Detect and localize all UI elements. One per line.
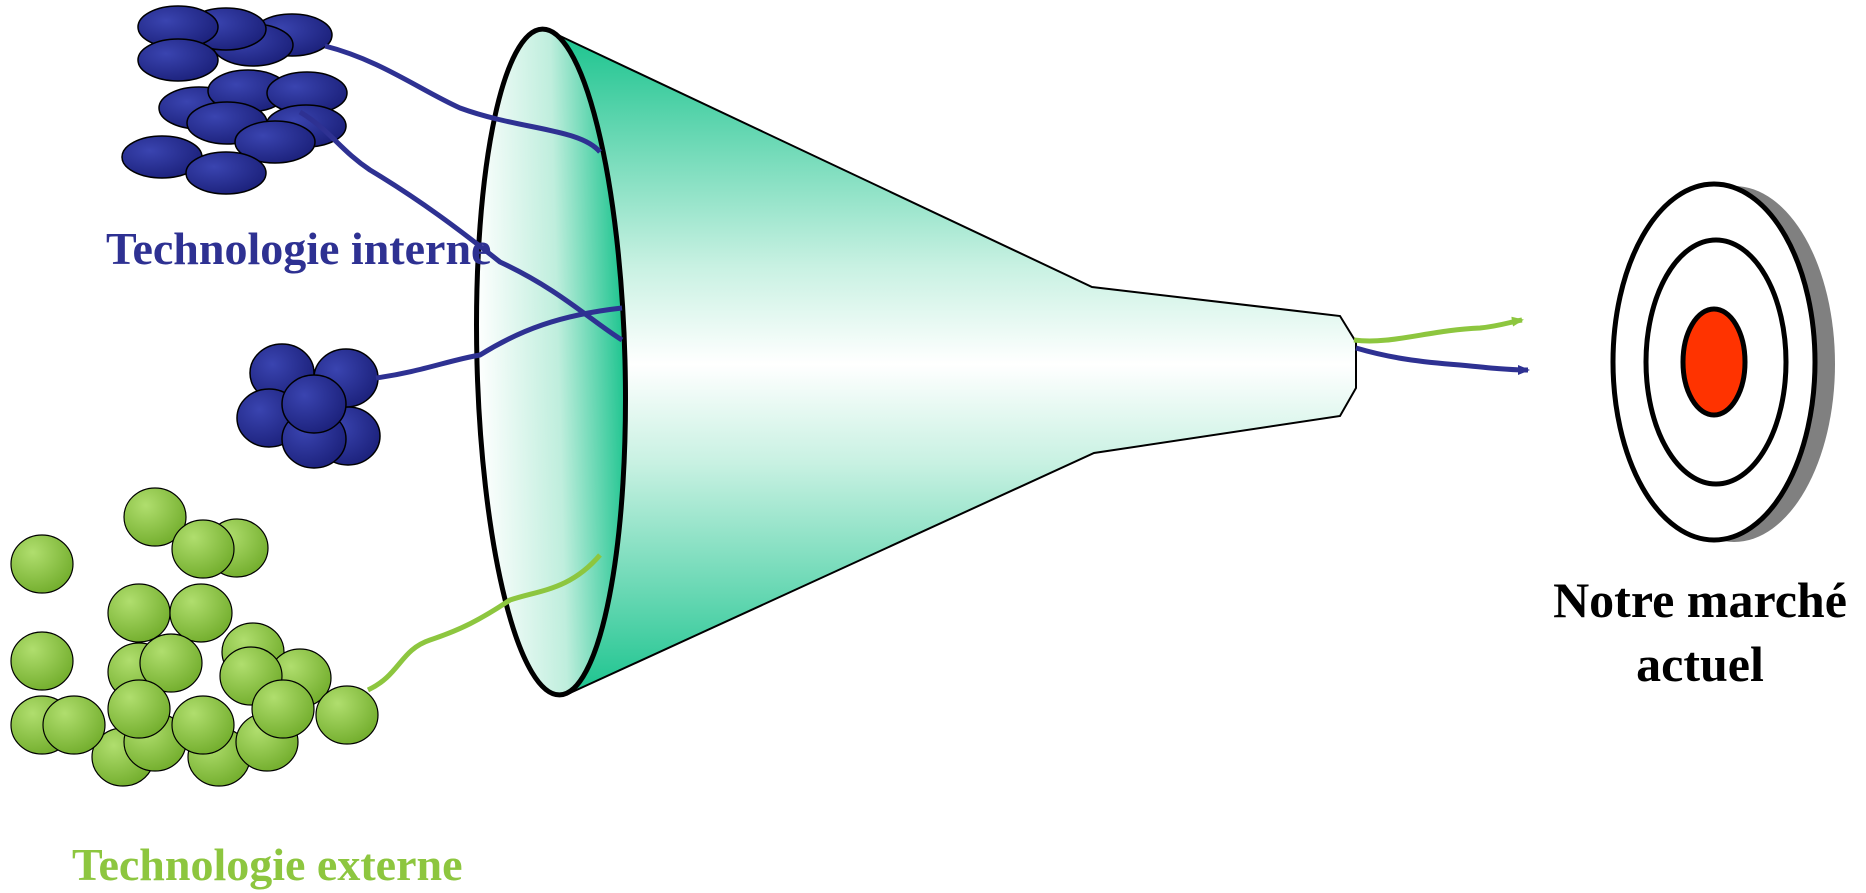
output-arrow-green [1354, 320, 1522, 341]
internal-tech-cluster-middle [237, 344, 380, 468]
output-arrow-blue [1356, 348, 1528, 370]
market-label-line2: actuel [1540, 632, 1860, 696]
funnel-icon [468, 27, 1356, 697]
target-bullseye [1683, 309, 1745, 415]
external-tech-label: Technologie externe [72, 838, 463, 891]
target-icon [1613, 184, 1835, 542]
market-label: Notre marché actuel [1540, 568, 1860, 696]
internal-tech-label: Technologie interne [106, 222, 491, 275]
market-label-line1: Notre marché [1540, 568, 1860, 632]
internal-tech-cluster-top [122, 6, 347, 194]
external-tech-cluster [11, 488, 378, 786]
funnel-body [560, 36, 1356, 693]
